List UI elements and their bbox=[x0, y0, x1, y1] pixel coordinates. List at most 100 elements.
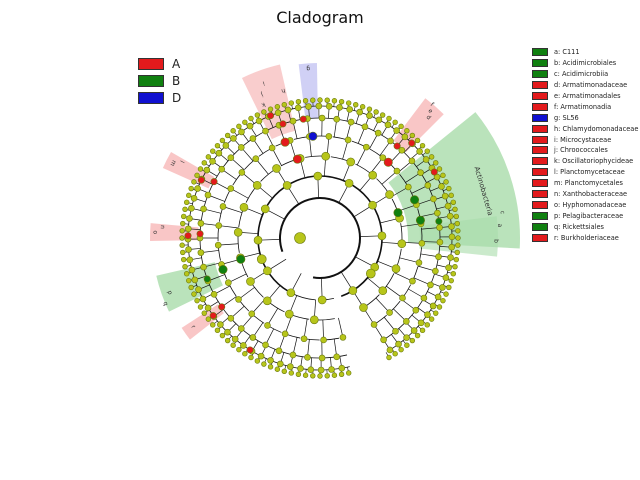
branch-edge bbox=[308, 136, 312, 157]
internal-node bbox=[194, 185, 201, 192]
taxa-swatch bbox=[532, 59, 548, 68]
taxa-legend-item: p: Pelagibacteraceae bbox=[532, 210, 638, 221]
internal-node bbox=[393, 167, 401, 175]
internal-node bbox=[344, 178, 354, 188]
internal-node bbox=[424, 311, 431, 318]
taxa-label: n: Xanthobacteraceae bbox=[554, 190, 628, 199]
marker-node bbox=[393, 208, 403, 218]
taxa-label: e: Armatimonadales bbox=[554, 92, 621, 100]
internal-node bbox=[275, 347, 283, 355]
internal-node bbox=[439, 284, 446, 291]
marker-node bbox=[184, 232, 192, 240]
leaf-node bbox=[414, 137, 421, 144]
leaf-node bbox=[404, 128, 410, 134]
internal-node bbox=[321, 151, 331, 161]
leaf-node bbox=[392, 351, 398, 357]
internal-node bbox=[410, 327, 418, 334]
leaf-node bbox=[455, 235, 461, 241]
internal-node bbox=[317, 366, 325, 374]
marker-node bbox=[410, 195, 420, 205]
taxa-legend-item: n: Xanthobacteraceae bbox=[532, 189, 638, 200]
taxa-label: i: Microcystaceae bbox=[554, 135, 612, 144]
internal-node bbox=[186, 256, 194, 264]
leaf-node bbox=[254, 112, 261, 118]
internal-node bbox=[185, 246, 192, 253]
leaf-node bbox=[230, 128, 236, 134]
marker-node bbox=[383, 157, 393, 167]
leaf-node bbox=[345, 370, 352, 376]
leaf-node bbox=[254, 358, 261, 364]
internal-node bbox=[408, 157, 416, 165]
internal-node bbox=[197, 249, 205, 256]
leaf-node bbox=[443, 179, 449, 185]
leaf-node bbox=[453, 256, 460, 263]
internal-node bbox=[438, 183, 445, 190]
internal-node bbox=[274, 109, 282, 117]
internal-node bbox=[188, 205, 195, 212]
internal-node bbox=[222, 142, 230, 149]
leaf-node bbox=[191, 291, 197, 297]
internal-node bbox=[442, 274, 450, 281]
internal-node bbox=[203, 166, 211, 174]
taxa-swatch bbox=[532, 200, 548, 209]
internal-node bbox=[238, 128, 245, 136]
leaf-node bbox=[409, 337, 416, 344]
leaf-node bbox=[310, 97, 316, 103]
leaf-node bbox=[224, 337, 231, 344]
clade-label: i bbox=[261, 79, 265, 86]
leaf-node bbox=[274, 104, 281, 110]
internal-node bbox=[227, 154, 235, 162]
internal-node bbox=[348, 286, 358, 295]
internal-node bbox=[289, 117, 297, 125]
taxa-legend-item: c: Acidimicrobiia bbox=[532, 69, 638, 80]
group-legend: A B D bbox=[138, 56, 181, 107]
internal-node bbox=[318, 354, 326, 362]
leaf-node bbox=[338, 371, 345, 378]
leaf-node bbox=[302, 372, 309, 378]
internal-node bbox=[346, 157, 356, 167]
internal-node bbox=[446, 212, 454, 220]
legend-swatch-a bbox=[138, 58, 164, 70]
leaf-node bbox=[331, 98, 338, 104]
internal-node bbox=[441, 192, 449, 200]
leaf-node bbox=[452, 263, 458, 270]
internal-node bbox=[403, 334, 410, 341]
internal-node bbox=[224, 328, 231, 336]
internal-node bbox=[217, 321, 224, 328]
leaf-node bbox=[191, 179, 197, 185]
leaf-node bbox=[433, 310, 439, 316]
internal-node bbox=[447, 254, 454, 261]
internal-node bbox=[315, 102, 323, 110]
taxa-label: q: Rickettsiales bbox=[554, 222, 604, 231]
internal-node bbox=[398, 146, 406, 154]
leaf-node bbox=[210, 148, 216, 154]
internal-node bbox=[436, 224, 443, 231]
internal-node bbox=[412, 306, 420, 314]
leaf-node bbox=[194, 297, 200, 304]
internal-node bbox=[204, 304, 212, 312]
leaf-node bbox=[184, 199, 190, 205]
taxa-swatch bbox=[532, 222, 548, 231]
internal-node bbox=[287, 363, 294, 370]
internal-node bbox=[377, 231, 387, 241]
leaf-node bbox=[179, 242, 185, 248]
marker-node bbox=[210, 178, 218, 186]
leaf-node bbox=[433, 160, 439, 166]
leaf-node bbox=[454, 249, 460, 256]
branch-edge bbox=[284, 314, 293, 334]
internal-node bbox=[379, 154, 387, 161]
taxa-label: o: Hyphomonadaceae bbox=[554, 200, 627, 209]
clade-shade-actinobacteria bbox=[388, 112, 520, 249]
tree-nodes bbox=[179, 97, 461, 379]
internal-node bbox=[338, 364, 346, 372]
branch-edge bbox=[303, 318, 308, 339]
internal-node bbox=[399, 294, 406, 302]
leaf-node bbox=[446, 185, 452, 192]
leaf-node bbox=[419, 327, 426, 334]
taxa-label: m: Planctomycetales bbox=[554, 179, 623, 188]
taxa-swatch bbox=[532, 168, 548, 177]
internal-node bbox=[197, 220, 205, 227]
internal-node bbox=[227, 185, 235, 192]
taxa-legend-item: f: Armatimonadia bbox=[532, 101, 638, 112]
leaf-node bbox=[224, 132, 231, 139]
